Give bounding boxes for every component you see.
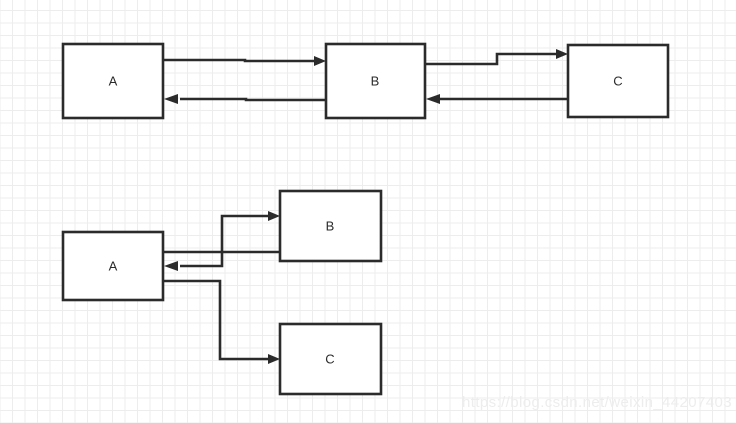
node-bot-c[interactable]: C <box>278 322 383 396</box>
node-bot-b[interactable]: B <box>278 189 383 263</box>
node-label: C <box>325 351 334 366</box>
edge-bot-a-to-b[interactable] <box>163 211 280 254</box>
edge-line <box>180 250 280 268</box>
node-bot-a[interactable]: A <box>61 230 165 302</box>
node-top-c[interactable]: C <box>566 43 670 119</box>
edge-line <box>180 97 326 102</box>
node-box <box>278 189 383 263</box>
star-diagram: A B C <box>61 189 383 396</box>
node-top-b[interactable]: B <box>324 42 427 120</box>
edge-bot-b-to-a[interactable] <box>164 250 280 271</box>
arrowhead-icon <box>164 94 178 104</box>
arrowhead-icon <box>268 211 280 221</box>
arrowhead-icon <box>426 94 440 104</box>
node-box <box>566 43 670 119</box>
node-label: B <box>371 73 380 88</box>
chain-diagram: A B C <box>61 42 670 120</box>
edge-bot-a-to-c[interactable] <box>163 279 280 364</box>
arrowhead-icon <box>164 261 178 271</box>
node-label: A <box>109 258 118 273</box>
node-box <box>278 322 383 396</box>
node-box <box>61 230 165 302</box>
node-label: B <box>326 218 335 233</box>
edge-top-c-to-b[interactable] <box>426 94 568 104</box>
edge-line <box>425 52 562 66</box>
node-label: A <box>109 73 118 88</box>
edge-line <box>163 58 320 63</box>
node-box <box>324 42 427 120</box>
edge-line <box>163 214 274 254</box>
edge-top-a-to-b[interactable] <box>163 56 326 66</box>
arrowhead-icon <box>314 56 326 66</box>
edge-top-b-to-a[interactable] <box>164 94 326 104</box>
arrowhead-icon <box>268 354 280 364</box>
arrowhead-icon <box>556 49 568 59</box>
node-label: C <box>613 73 622 88</box>
edge-top-b-to-c[interactable] <box>425 49 568 66</box>
node-box <box>61 42 165 120</box>
edge-line <box>163 279 274 361</box>
node-top-a[interactable]: A <box>61 42 165 120</box>
